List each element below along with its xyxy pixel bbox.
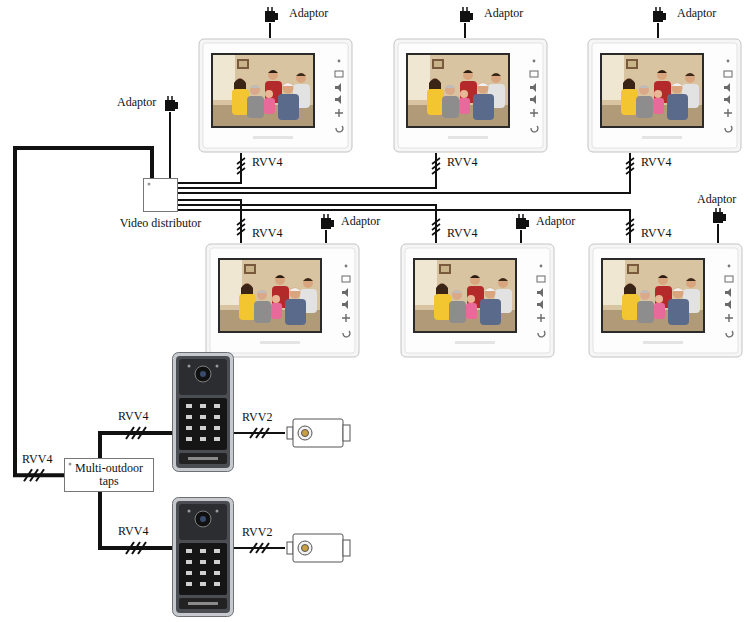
cable-label: RVV2 bbox=[242, 411, 272, 424]
corner-dot bbox=[67, 461, 73, 467]
node-text: Video distributor bbox=[120, 217, 202, 230]
video-distributor: Video distributor bbox=[143, 178, 178, 212]
corner-dot bbox=[69, 463, 72, 466]
adaptor-plug bbox=[321, 214, 334, 229]
adaptor-plug bbox=[653, 7, 666, 22]
adaptor-label: Adaptor bbox=[697, 193, 736, 206]
door-station bbox=[173, 498, 234, 617]
adaptor-label: Adaptor bbox=[117, 96, 156, 109]
adaptor-label: Adaptor bbox=[677, 7, 716, 20]
cable-hatch bbox=[36, 469, 44, 481]
door-station bbox=[173, 353, 234, 472]
adaptor-label: Adaptor bbox=[536, 215, 575, 228]
monitor bbox=[588, 39, 741, 152]
cable-label: RVV4 bbox=[22, 453, 52, 466]
node-text: Multi-outdoor taps bbox=[65, 459, 153, 491]
tap-box: Multi-outdoor taps bbox=[64, 458, 154, 492]
cable-label: RVV4 bbox=[447, 156, 477, 169]
adaptor-plug bbox=[460, 7, 473, 22]
electric-lock bbox=[287, 419, 350, 447]
adaptor-plug bbox=[516, 214, 529, 229]
monitor bbox=[206, 244, 359, 357]
lock-wire bbox=[234, 433, 285, 548]
adaptor-plug bbox=[165, 96, 178, 111]
adaptor-cable bbox=[170, 23, 718, 243]
corner-dot bbox=[148, 183, 151, 186]
electric-lock bbox=[287, 534, 350, 562]
monitor bbox=[199, 39, 352, 152]
cable-label: RVV4 bbox=[118, 410, 148, 423]
adaptor-label: Adaptor bbox=[289, 7, 328, 20]
monitor bbox=[589, 244, 742, 357]
adaptor-label: Adaptor bbox=[484, 7, 523, 20]
cable-connector bbox=[15, 148, 152, 475]
adaptor-plug bbox=[713, 208, 726, 223]
corner-dot bbox=[146, 181, 152, 187]
adaptor-label: Adaptor bbox=[341, 215, 380, 228]
cable-label: RVV4 bbox=[447, 227, 477, 240]
monitor-wire bbox=[178, 153, 630, 243]
cable-label: RVV2 bbox=[242, 526, 272, 539]
cable-label: RVV4 bbox=[118, 525, 148, 538]
cable-label: RVV4 bbox=[641, 156, 671, 169]
cable-label: RVV4 bbox=[641, 227, 671, 240]
cable-label: RVV4 bbox=[252, 227, 282, 240]
monitor bbox=[401, 244, 554, 357]
cable-label: RVV4 bbox=[252, 156, 282, 169]
cable-hatch bbox=[237, 158, 634, 235]
adaptor-plug bbox=[265, 7, 278, 22]
monitor bbox=[394, 39, 547, 152]
